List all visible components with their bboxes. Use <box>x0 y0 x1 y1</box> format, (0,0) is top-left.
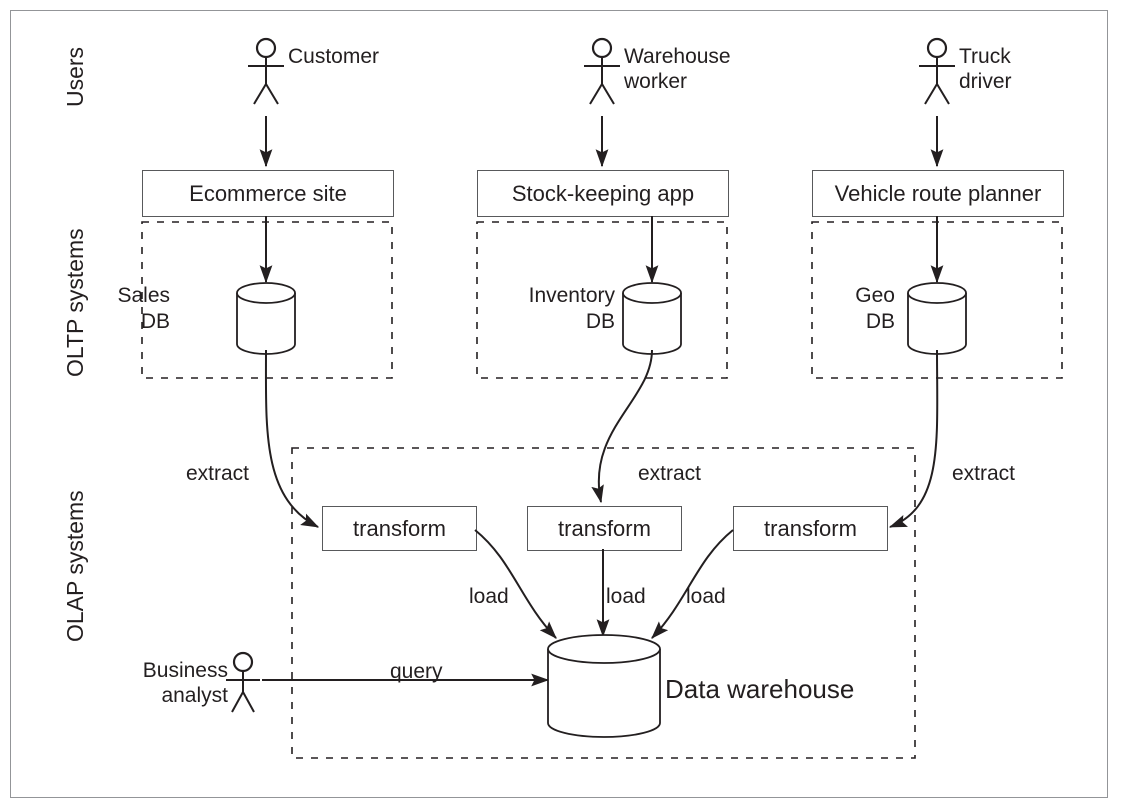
oltp-app-label-vehicle-route: Vehicle route planner <box>834 180 1042 206</box>
db-label-sales: Sales DB <box>117 284 170 333</box>
transform-label-3: transform <box>764 515 857 541</box>
edge-label-extract-3: extract <box>952 462 1016 485</box>
transform-label-2: transform <box>558 515 651 541</box>
edge-label-extract-2: extract <box>638 462 702 485</box>
transform-label-1: transform <box>353 515 446 541</box>
edge-label-extract-1: extract <box>186 462 250 485</box>
actor-label-warehouse-worker: Warehouse worker <box>624 45 731 93</box>
edge-label-load-1: load <box>469 585 509 608</box>
oltp-app-box-vehicle-route[interactable]: Vehicle route planner <box>812 170 1064 217</box>
db-label-inventory: Inventory DB <box>528 284 615 333</box>
transform-box-1[interactable]: transform <box>322 506 477 551</box>
oltp-app-label-stock-keeping: Stock-keeping app <box>511 180 695 206</box>
transform-box-2[interactable]: transform <box>527 506 682 551</box>
transform-box-3[interactable]: transform <box>733 506 888 551</box>
data-warehouse-label: Data warehouse <box>665 674 855 704</box>
band-label-olap: OLAP systems <box>62 490 88 642</box>
oltp-app-box-ecommerce[interactable]: Ecommerce site <box>142 170 394 217</box>
db-label-geo: Geo DB <box>855 284 895 333</box>
edge-label-query: query <box>390 660 443 683</box>
actor-label-business-analyst: Business analyst <box>142 659 228 707</box>
oltp-app-label-ecommerce: Ecommerce site <box>189 180 347 206</box>
edge-label-load-3: load <box>686 585 726 608</box>
actor-label-truck-driver: Truck driver <box>959 45 1012 93</box>
oltp-app-box-stock-keeping[interactable]: Stock-keeping app <box>477 170 729 217</box>
band-label-users: Users <box>62 46 88 107</box>
edge-label-load-2: load <box>606 585 646 608</box>
actor-label-customer: Customer <box>288 45 380 68</box>
